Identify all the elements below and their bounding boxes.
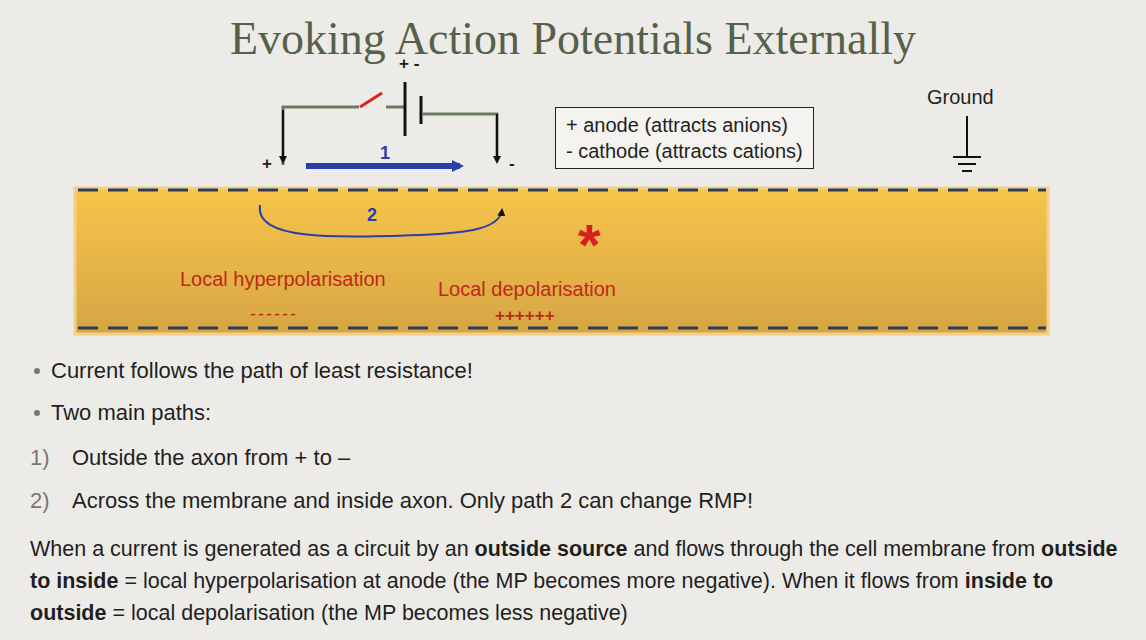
charge-marks: ++++++ bbox=[495, 306, 555, 326]
emphasis-text: outside source bbox=[475, 537, 628, 561]
electrode-sign: + bbox=[262, 154, 272, 174]
legend-text: - cathode (attracts cations) bbox=[566, 138, 803, 164]
electrode-sign: - bbox=[509, 154, 515, 174]
battery-symbol bbox=[420, 96, 423, 124]
bullet bbox=[34, 368, 40, 416]
current-arrow bbox=[260, 205, 502, 237]
electrode-wire bbox=[282, 110, 284, 162]
axon-band bbox=[75, 188, 1048, 334]
stimulus-star: * bbox=[578, 216, 601, 274]
polarity-mark: + - bbox=[399, 54, 419, 74]
battery-circuit bbox=[283, 107, 497, 165]
region-label: Local depolarisation bbox=[438, 278, 616, 301]
list-text: Outside the axon from + to – bbox=[72, 445, 350, 471]
charge-marks: ------ bbox=[250, 304, 298, 325]
list-number: 2) bbox=[30, 488, 50, 514]
paragraph-text: = local depolarisation (the MP becomes l… bbox=[112, 601, 627, 625]
electrode-wire bbox=[496, 114, 498, 162]
bullet-text: Current follows the path of least resist… bbox=[51, 358, 473, 384]
battery-symbol bbox=[404, 82, 407, 136]
callout-number: 1 bbox=[380, 143, 390, 164]
paragraph-text: and flows through the cell membrane from bbox=[634, 537, 1036, 561]
explanation-paragraph: When a current is generated as a circuit… bbox=[30, 533, 1140, 629]
callout-number: 2 bbox=[367, 205, 377, 226]
list-text: Across the membrane and inside axon. Onl… bbox=[72, 488, 753, 514]
bullet-text: Two main paths: bbox=[51, 400, 211, 426]
current-arrow bbox=[306, 163, 460, 169]
paragraph-text: = local hyperpolarisation at anode (the … bbox=[124, 569, 958, 593]
list-number: 1) bbox=[30, 445, 50, 471]
legend-text: + anode (attracts anions) bbox=[566, 112, 803, 138]
paragraph-text: When a current is generated as a circuit… bbox=[30, 537, 469, 561]
ground-label: Ground bbox=[927, 86, 994, 109]
switch bbox=[360, 93, 382, 107]
region-label: Local hyperpolarisation bbox=[180, 268, 386, 291]
ground-symbol bbox=[953, 116, 981, 171]
title: Evoking Action Potentials Externally bbox=[230, 12, 916, 65]
legend-box: + anode (attracts anions)- cathode (attr… bbox=[555, 107, 814, 169]
axon: * Local hyperpolarisation ------ Local depo… bbox=[75, 188, 1048, 334]
